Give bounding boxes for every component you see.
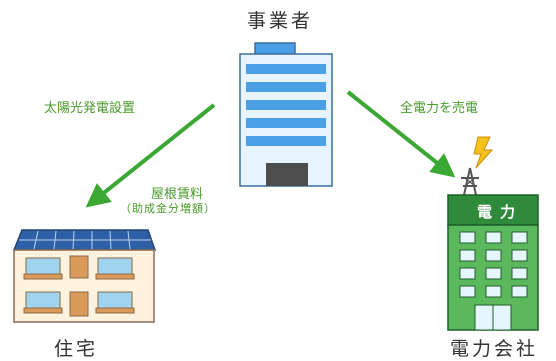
arrow-install	[85, 103, 216, 208]
power-company-label: 電力会社	[450, 338, 539, 360]
flow-rent-sub-label: （助成金分増額）	[120, 202, 216, 215]
operator-label: 事業者	[247, 10, 314, 32]
housing-label: 住宅	[54, 338, 99, 360]
arrow-sell	[346, 90, 456, 178]
flow-install-label: 太陽光発電設置	[44, 101, 136, 116]
power-company-building-icon	[447, 136, 539, 331]
power-company-sign: 電力	[477, 203, 524, 221]
house-icon	[12, 229, 157, 323]
flow-rent-label: 屋根賃料	[151, 187, 204, 202]
office-building-icon	[239, 42, 333, 187]
flow-sell-label: 全電力を売電	[400, 101, 479, 116]
